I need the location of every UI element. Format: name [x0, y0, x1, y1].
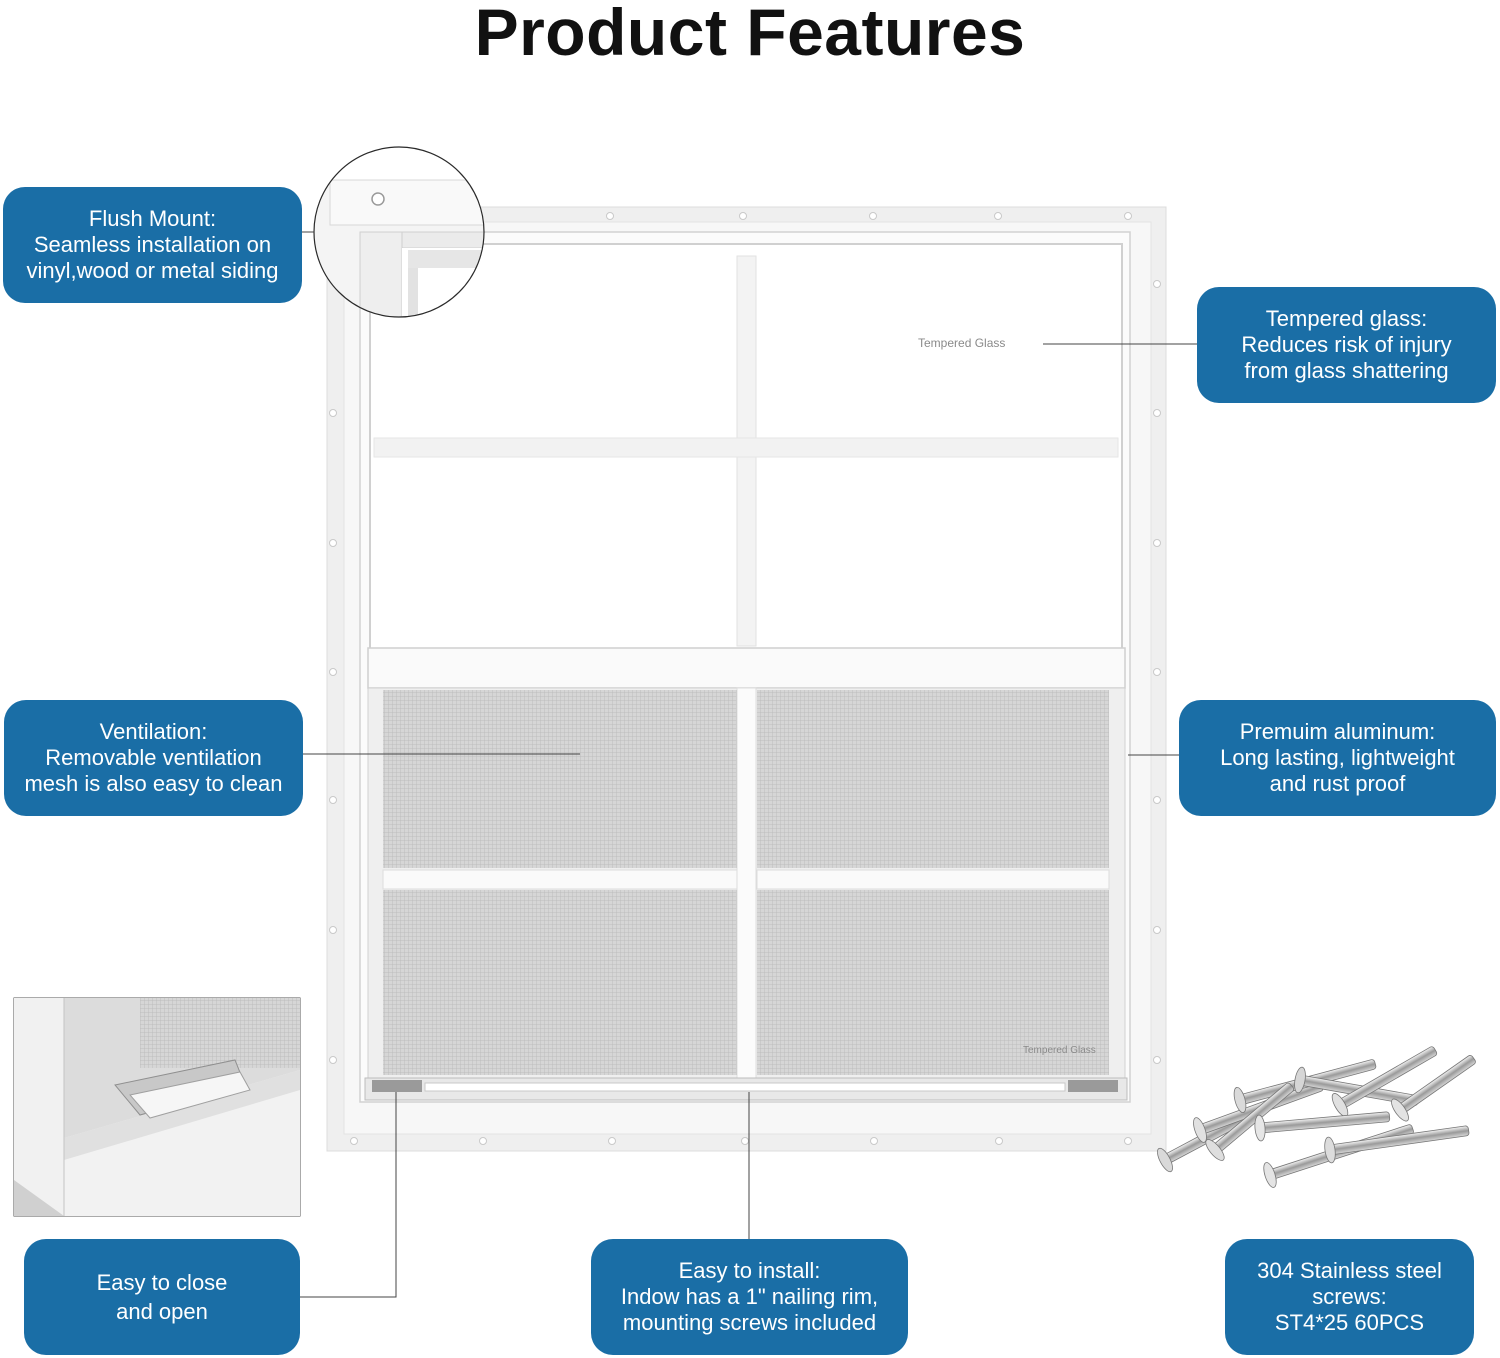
callout-line: Long lasting, lightweight	[1220, 745, 1455, 770]
corner-magnifier	[313, 146, 485, 318]
callout-line: mesh is also easy to clean	[24, 771, 283, 796]
callout-line: Reduces risk of injury	[1241, 332, 1452, 357]
glass-label-upper: Tempered Glass	[918, 336, 1006, 350]
callout-line: Easy to close	[96, 1270, 228, 1295]
callout-line: Flush Mount:	[88, 206, 217, 231]
callout-line: Indow has a 1" nailing rim,	[620, 1284, 879, 1309]
callout-line: Removable ventilation	[45, 745, 262, 770]
screws-pile-image	[1157, 1046, 1476, 1188]
glass-label-lower: Tempered Glass	[1023, 1045, 1096, 1056]
callout-ventilation: Ventilation: Removable ventilation mesh …	[4, 700, 303, 816]
callout-line: Tempered glass:	[1265, 306, 1428, 331]
callout-line: and rust proof	[1269, 771, 1406, 796]
callout-flush-mount: Flush Mount: Seamless installation on vi…	[3, 187, 302, 303]
callout-line: Easy to install:	[678, 1258, 821, 1283]
callout-aluminum: Premuim aluminum: Long lasting, lightwei…	[1179, 700, 1496, 816]
callout-close-open: Easy to close and open	[24, 1239, 300, 1355]
callout-line: screws:	[1312, 1284, 1387, 1309]
callout-line: Premuim aluminum:	[1239, 719, 1436, 744]
page-title: Product Features	[474, 0, 1026, 69]
callout-line: Seamless installation on	[33, 232, 272, 257]
callout-line: and open	[116, 1299, 208, 1324]
callout-line: Ventilation:	[99, 719, 208, 744]
callout-line: from glass shattering	[1244, 358, 1449, 383]
callout-line: vinyl,wood or metal siding	[26, 258, 279, 283]
callout-line: ST4*25 60PCS	[1274, 1310, 1425, 1335]
callout-screws: 304 Stainless steel screws: ST4*25 60PCS	[1225, 1239, 1474, 1355]
callout-line: mounting screws included	[622, 1310, 877, 1335]
latch-detail-image	[13, 997, 301, 1217]
callout-tempered-glass: Tempered glass: Reduces risk of injury f…	[1197, 287, 1496, 403]
callout-line: 304 Stainless steel	[1257, 1258, 1442, 1283]
callout-install: Easy to install: Indow has a 1" nailing …	[591, 1239, 908, 1355]
